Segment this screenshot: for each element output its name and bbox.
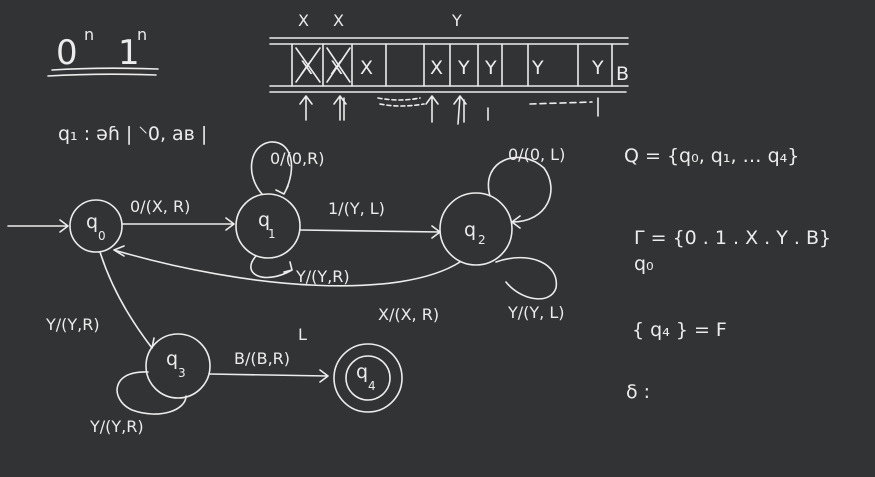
state-q3: q 3 bbox=[145, 333, 211, 399]
label-q0-q3: Y/(Y,R) bbox=[45, 315, 100, 334]
label-q3-loop: Y/(Y,R) bbox=[89, 417, 144, 436]
label-q1-loop-top: 0/(0,R) bbox=[270, 149, 324, 168]
tape: X X Y X X X X Y Y Y Y B bbox=[269, 11, 629, 125]
label-q3-q4: B/(B,R) bbox=[234, 349, 290, 368]
tape-cell-11: B bbox=[616, 63, 629, 85]
formal-definition: Q = {q₀, q₁, … q₄} Γ = {0 . 1 . X . Y . … bbox=[624, 145, 831, 403]
tape-cell-10: Y bbox=[591, 57, 604, 79]
def-gamma: Γ = {0 . 1 . X . Y . B} bbox=[634, 227, 831, 249]
edge-q2-q0 bbox=[113, 245, 461, 287]
edge-q3-q4 bbox=[209, 369, 329, 383]
title: 0 n 1 n bbox=[47, 25, 159, 77]
def-start: q₀ bbox=[634, 253, 654, 275]
label-q2-q0: X/(X, R) bbox=[378, 305, 439, 324]
tape-cell-dividers bbox=[291, 43, 613, 87]
label-q1-loop-bottom: Y/(Y,R) bbox=[295, 267, 350, 286]
start-arrow bbox=[7, 219, 69, 233]
edge-q1-q2 bbox=[299, 225, 441, 239]
edge-q3-loop bbox=[116, 371, 187, 415]
edge-q1-loop-bottom bbox=[250, 255, 293, 279]
tape-cell-3: X bbox=[360, 57, 373, 79]
tape-above-label-3: Y bbox=[451, 11, 462, 30]
def-final: { q₄ } = F bbox=[632, 319, 727, 341]
title-exp-n1: n bbox=[84, 25, 94, 44]
head-arrows bbox=[299, 95, 599, 125]
state-q4-accepting: q 4 bbox=[333, 343, 403, 413]
state-q1-label: q bbox=[258, 209, 270, 231]
title-underline-2 bbox=[47, 73, 157, 77]
state-q0-label: q bbox=[86, 211, 98, 233]
state-q2-label: q bbox=[464, 219, 476, 241]
state-q3-sub: 3 bbox=[178, 366, 186, 380]
state-q1-sub: 1 bbox=[268, 227, 276, 241]
title-underline-1 bbox=[51, 67, 159, 71]
title-base-0: 0 bbox=[56, 33, 78, 73]
state-q2-sub: 2 bbox=[478, 233, 486, 247]
label-q1-q2: 1/(Y, L) bbox=[328, 199, 385, 218]
q1-note: q₁ : əɦ | ⸌0, ав | bbox=[58, 123, 207, 145]
tape-cell-7: Y bbox=[484, 57, 497, 79]
label-q2-loop-top: 0/(0, L) bbox=[508, 145, 565, 164]
state-q3-label: q bbox=[166, 348, 178, 370]
state-q4-label: q bbox=[356, 361, 368, 383]
edge-q1-loop-top bbox=[250, 141, 293, 195]
tape-cell-8: Y bbox=[531, 57, 544, 79]
edge-q0-q3 bbox=[99, 251, 155, 349]
tape-strike-2 bbox=[326, 47, 351, 83]
label-q0-q1: 0/(X, R) bbox=[130, 197, 190, 216]
tape-above-label-1: X bbox=[298, 11, 309, 30]
state-q0-sub: 0 bbox=[98, 229, 106, 243]
title-exp-n2: n bbox=[137, 25, 147, 44]
tape-strike-1 bbox=[295, 47, 321, 83]
edge-q2-loop-top bbox=[487, 156, 552, 229]
tape-above-label-2: X bbox=[333, 11, 344, 30]
state-q1: q 1 bbox=[235, 193, 301, 259]
state-q2: q 2 bbox=[439, 192, 513, 266]
def-Q: Q = {q₀, q₁, … q₄} bbox=[624, 145, 799, 167]
title-base-1: 1 bbox=[118, 33, 140, 73]
tape-cell-5: X bbox=[430, 57, 443, 79]
edge-q0-q1 bbox=[121, 217, 235, 231]
state-q0: q 0 bbox=[69, 199, 123, 253]
state-q4-sub: 4 bbox=[368, 379, 376, 393]
label-q2-loop-bottom: Y/(Y, L) bbox=[507, 303, 565, 322]
tape-cell-6: Y bbox=[457, 57, 470, 79]
def-delta: δ : bbox=[626, 381, 650, 403]
edge-q2-loop-bottom bbox=[495, 256, 558, 300]
label-q3-q4-extra: L bbox=[298, 325, 307, 344]
